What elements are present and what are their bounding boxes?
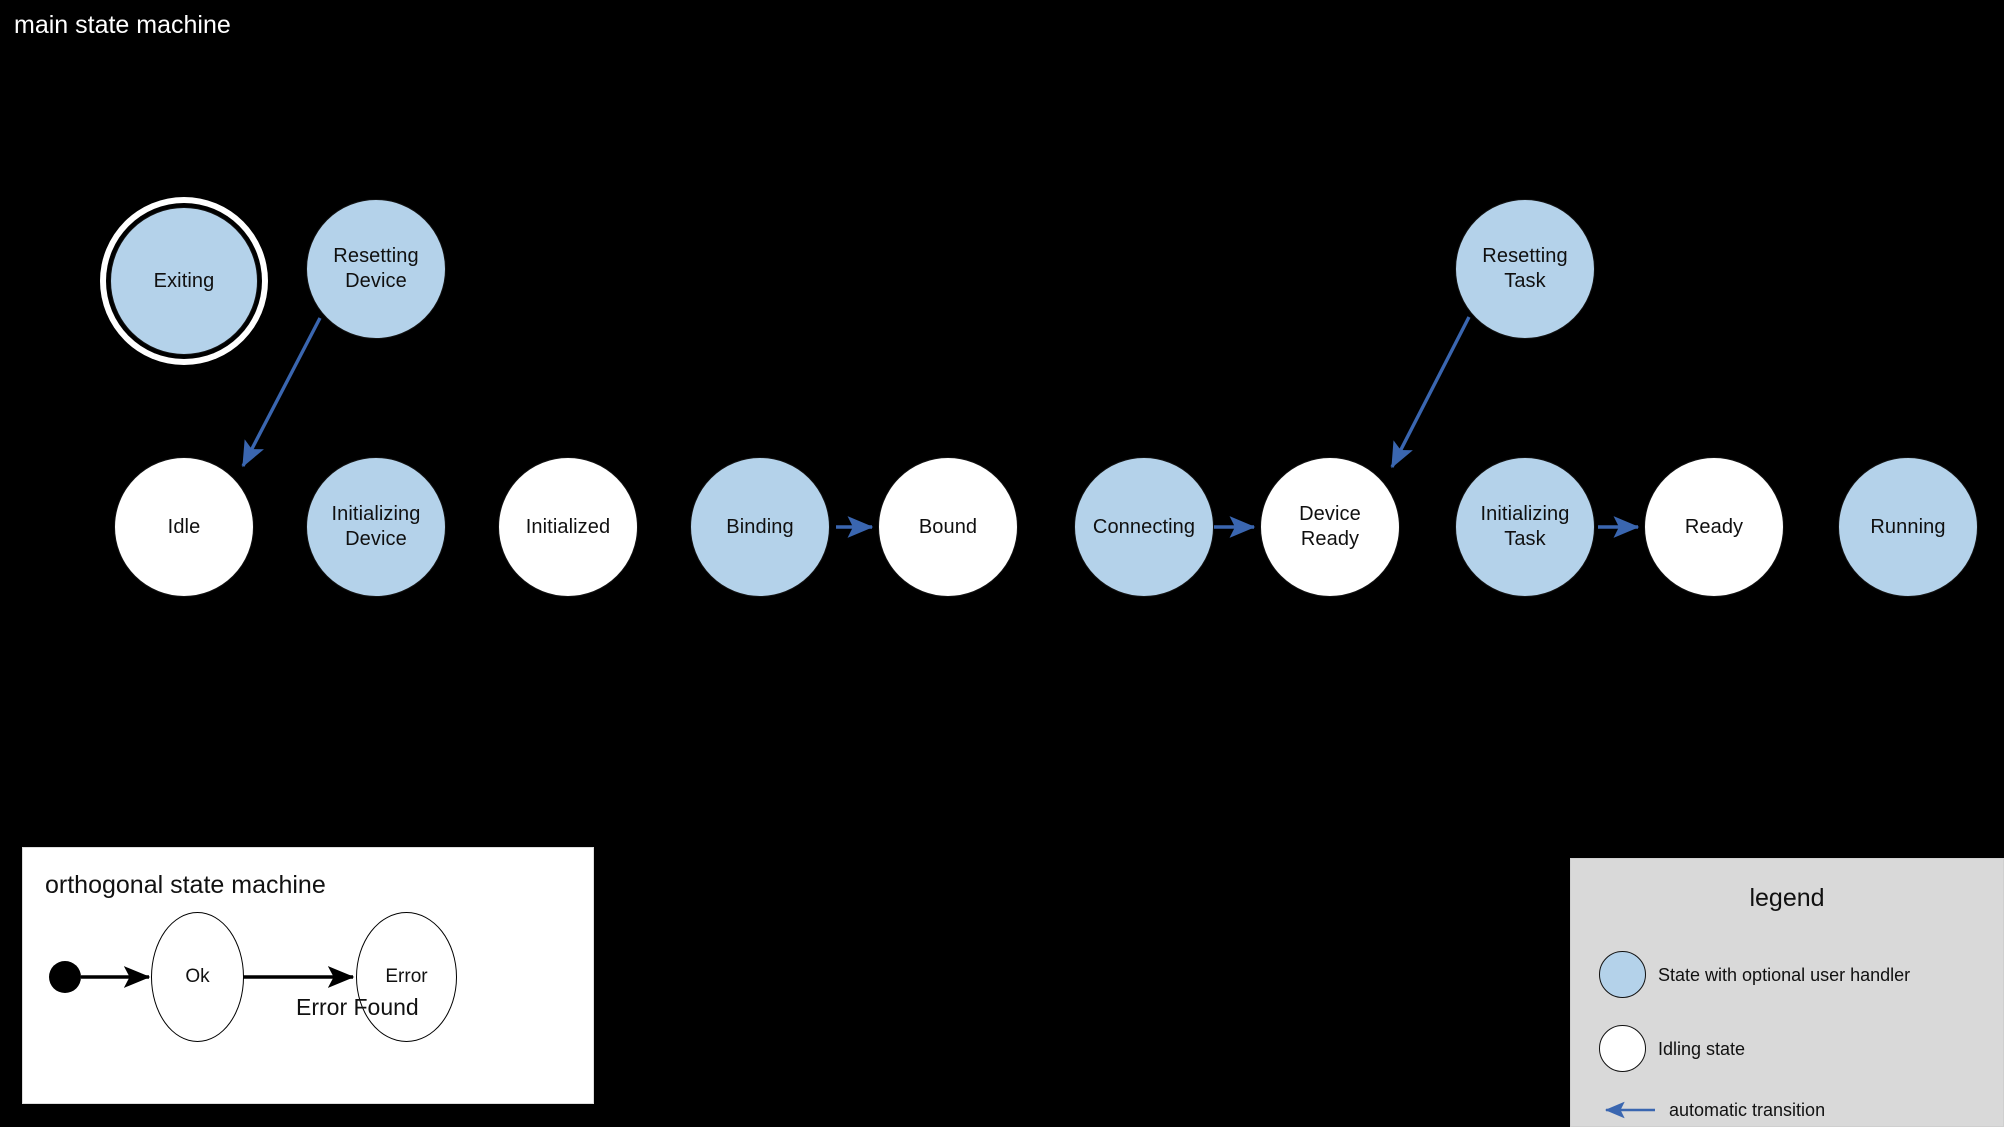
orthogonal-panel-title: orthogonal state machine [45, 871, 326, 899]
handler-state-circle-icon [1599, 951, 1646, 998]
state-node-initialized[interactable]: Initialized [498, 457, 638, 597]
idling-state-circle-icon [1599, 1025, 1646, 1072]
arrow-left-icon [1599, 1100, 1657, 1120]
state-label-idle: Idle [167, 515, 201, 538]
state-label-bound: Bound [918, 515, 978, 538]
legend-label-handler-state: State with optional user handler [1658, 964, 1911, 985]
orthogonal-state-label-error: Error [385, 966, 428, 987]
state-node-running[interactable]: Running [1838, 457, 1978, 597]
legend-item-handler-state: State with optional user handler [1599, 951, 1910, 998]
state-node-connecting[interactable]: Connecting [1074, 457, 1214, 597]
orthogonal-state-node-ok[interactable]: Ok [151, 912, 244, 1042]
state-label-ready: Ready [1684, 515, 1744, 538]
state-label-connecting: Connecting [1092, 515, 1196, 538]
orthogonal-state-machine-panel: orthogonal state machine Ok Error Error … [22, 847, 594, 1104]
legend-label-idling-state: Idling state [1658, 1038, 1746, 1059]
state-node-bound[interactable]: Bound [878, 457, 1018, 597]
orthogonal-edges-layer [81, 966, 355, 988]
page-title: main state machine [14, 11, 231, 39]
orthogonal-state-node-error[interactable]: Error [356, 912, 457, 1042]
state-label-initialized: Initialized [525, 515, 611, 538]
legend-item-automatic-transition: automatic transition [1599, 1099, 1825, 1121]
state-label-running: Running [1870, 515, 1946, 538]
state-node-idle[interactable]: Idle [114, 457, 254, 597]
state-node-binding[interactable]: Binding [690, 457, 830, 597]
transition-resetting-device-to-idle [241, 317, 322, 468]
state-label-exiting: Exiting [153, 269, 215, 292]
state-label-binding: Binding [726, 515, 794, 538]
state-node-exiting[interactable]: Exiting [110, 207, 258, 355]
orthogonal-transition-label-error-found: Error Found [296, 994, 419, 1020]
legend-panel: legend State with optional user handler … [1570, 858, 2004, 1127]
orthogonal-state-label-ok: Ok [185, 966, 210, 987]
legend-title: legend [1749, 884, 1825, 912]
state-node-ready[interactable]: Ready [1644, 457, 1784, 597]
legend-item-idling-state: Idling state [1599, 1025, 1745, 1072]
legend-label-automatic-transition: automatic transition [1669, 1100, 1826, 1120]
orthogonal-initial-state-marker [49, 961, 81, 993]
transition-resetting-task-to-device-ready [1390, 316, 1471, 469]
